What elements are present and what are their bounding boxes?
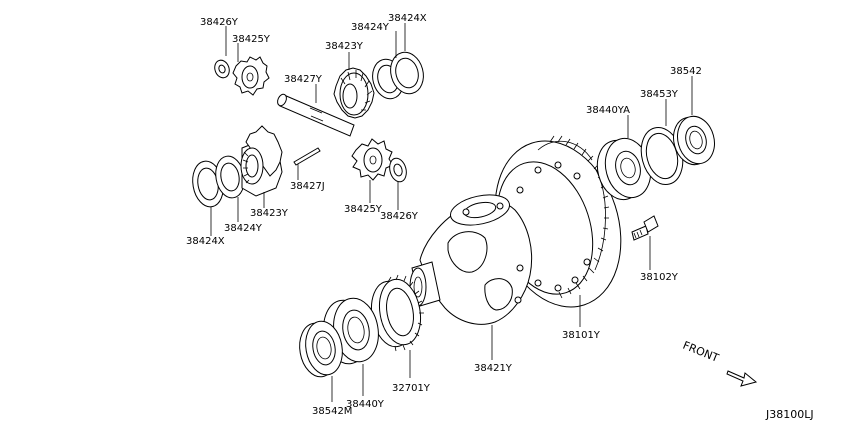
side-bearing-38440YA [596, 137, 652, 201]
label-38426Y-top: 38426Y [200, 17, 239, 28]
side-gear-38423Y-top [333, 67, 375, 119]
label-38101Y: 38101Y [562, 330, 601, 341]
thrust-washer-38424X-top [390, 51, 424, 95]
label-38421Y: 38421Y [474, 363, 513, 374]
part-labels: 38426Y 38425Y 38424Y 38424X 38423Y 38427… [186, 13, 702, 417]
label-38426Y-bot: 38426Y [380, 211, 419, 222]
side-bearing-38440Y [323, 297, 379, 365]
pinion-shaft-38427Y [277, 93, 355, 137]
leader-lines [210, 23, 693, 402]
differential-case-38421Y [409, 194, 533, 325]
label-38424Y-bot: 38424Y [224, 223, 263, 234]
label-38425Y-top: 38425Y [232, 34, 271, 45]
label-38440Y: 38440Y [346, 399, 385, 410]
label-32701Y: 32701Y [392, 383, 431, 394]
label-38102Y: 38102Y [640, 272, 679, 283]
label-38424X-top: 38424X [388, 13, 427, 24]
label-38453Y: 38453Y [640, 89, 679, 100]
front-direction-indicator: FRONT [681, 339, 758, 387]
oil-seal-38542 [673, 115, 715, 166]
label-38542: 38542 [670, 66, 702, 77]
label-38423Y-top: 38423Y [325, 41, 364, 52]
lock-pin-38427J [293, 147, 321, 166]
label-38542M: 38542M [312, 406, 352, 417]
label-38440YA: 38440YA [586, 105, 630, 116]
front-label: FRONT [681, 339, 721, 365]
pinion-mate-gear-38425Y-top [232, 56, 270, 96]
label-38425Y-bot: 38425Y [344, 204, 383, 215]
thrust-washer-38426Y-bot [389, 157, 407, 183]
label-38423Y-bot: 38423Y [250, 208, 289, 219]
label-38424X-bot: 38424X [186, 236, 225, 247]
label-38427Y: 38427Y [284, 74, 323, 85]
adjusting-shim-38453Y [640, 127, 684, 185]
thrust-washer-38424Y-bot [215, 155, 245, 199]
label-38424Y-top: 38424Y [351, 22, 390, 33]
oil-seal-38542M [299, 320, 343, 378]
pinion-mate-gear-38425Y-bot [351, 138, 394, 181]
thrust-washer-38426Y-top [214, 59, 230, 79]
front-arrow-icon [726, 370, 758, 387]
diagram-code: J38100LJ [765, 408, 814, 421]
side-gear-38423Y-bot [240, 125, 283, 197]
ring-gear-bolt-38102Y [631, 215, 659, 241]
label-38427J: 38427J [290, 181, 325, 192]
